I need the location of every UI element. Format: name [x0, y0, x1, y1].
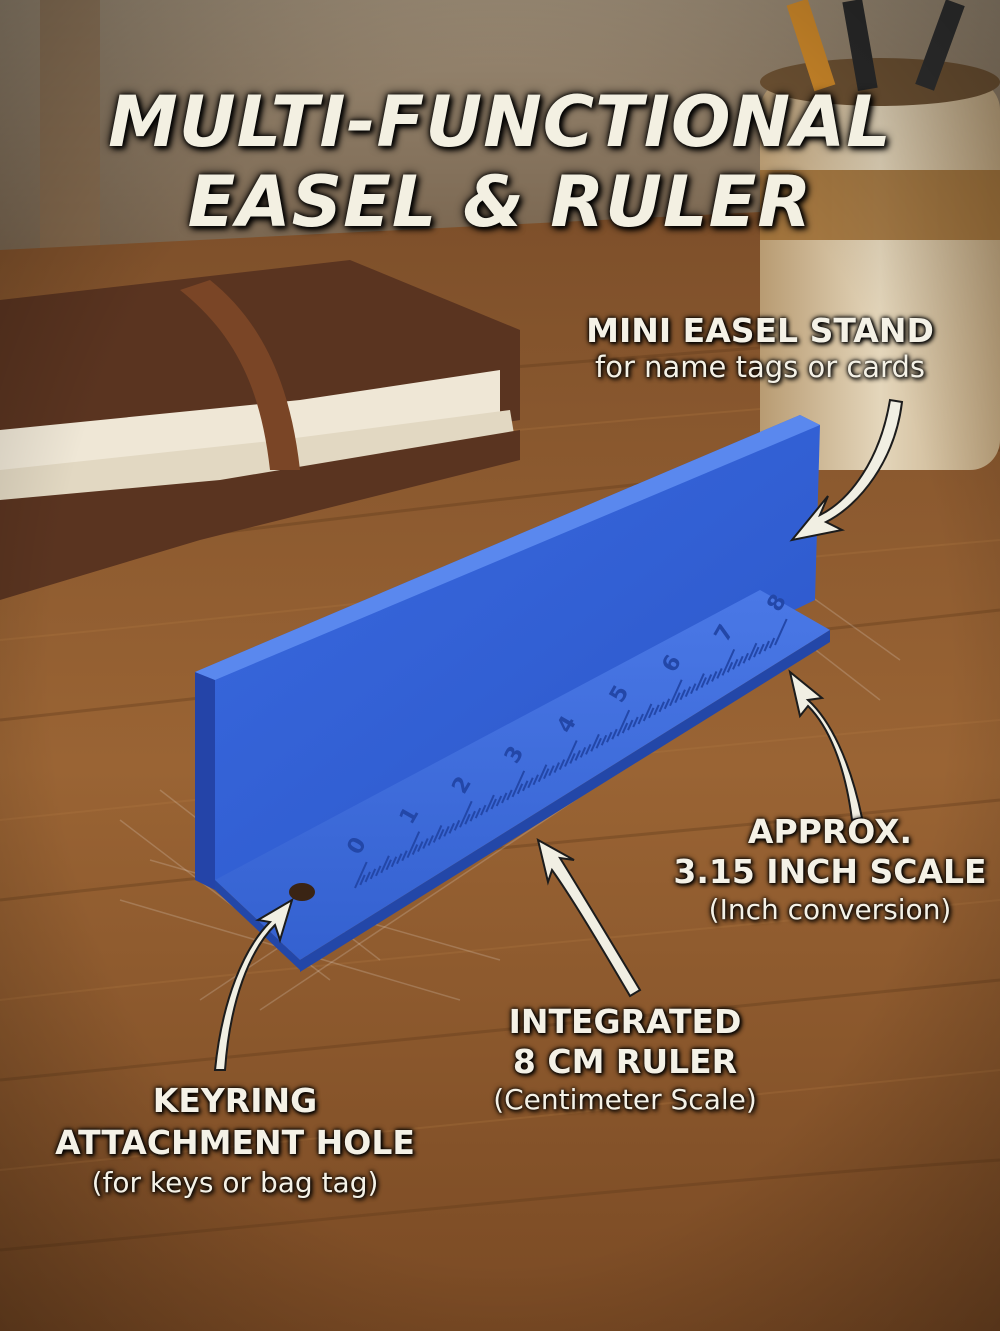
callout-keyring-heading-1: KEYRING — [152, 1081, 318, 1120]
callout-inch-heading-2: 3.15 INCH SCALE — [673, 852, 987, 891]
title-line-2: EASEL & RULER — [187, 161, 813, 243]
callout-cm-heading-2: 8 CM RULER — [512, 1042, 738, 1081]
callout-easel: MINI EASEL STAND for name tags or cards — [560, 311, 960, 385]
callout-cm-sub: (Centimeter Scale) — [493, 1083, 757, 1116]
callout-keyring-heading-2: ATTACHMENT HOLE — [55, 1123, 415, 1162]
callout-easel-heading: MINI EASEL STAND — [586, 311, 934, 350]
title-line-1: MULTI-FUNCTIONAL — [108, 81, 892, 163]
page-title: MULTI-FUNCTIONAL EASEL & RULER — [0, 82, 1000, 242]
callout-inch: APPROX. 3.15 INCH SCALE (Inch conversion… — [660, 812, 1000, 928]
callout-cm-heading-1: INTEGRATED — [508, 1002, 742, 1041]
callout-keyring-sub: (for keys or bag tag) — [91, 1166, 379, 1199]
callout-inch-heading-1: APPROX. — [747, 812, 913, 851]
callout-cm: INTEGRATED 8 CM RULER (Centimeter Scale) — [460, 1002, 790, 1118]
callout-easel-sub: for name tags or cards — [595, 350, 925, 384]
callout-keyring: KEYRING ATTACHMENT HOLE (for keys or bag… — [30, 1080, 440, 1202]
callout-inch-sub: (Inch conversion) — [708, 893, 952, 926]
